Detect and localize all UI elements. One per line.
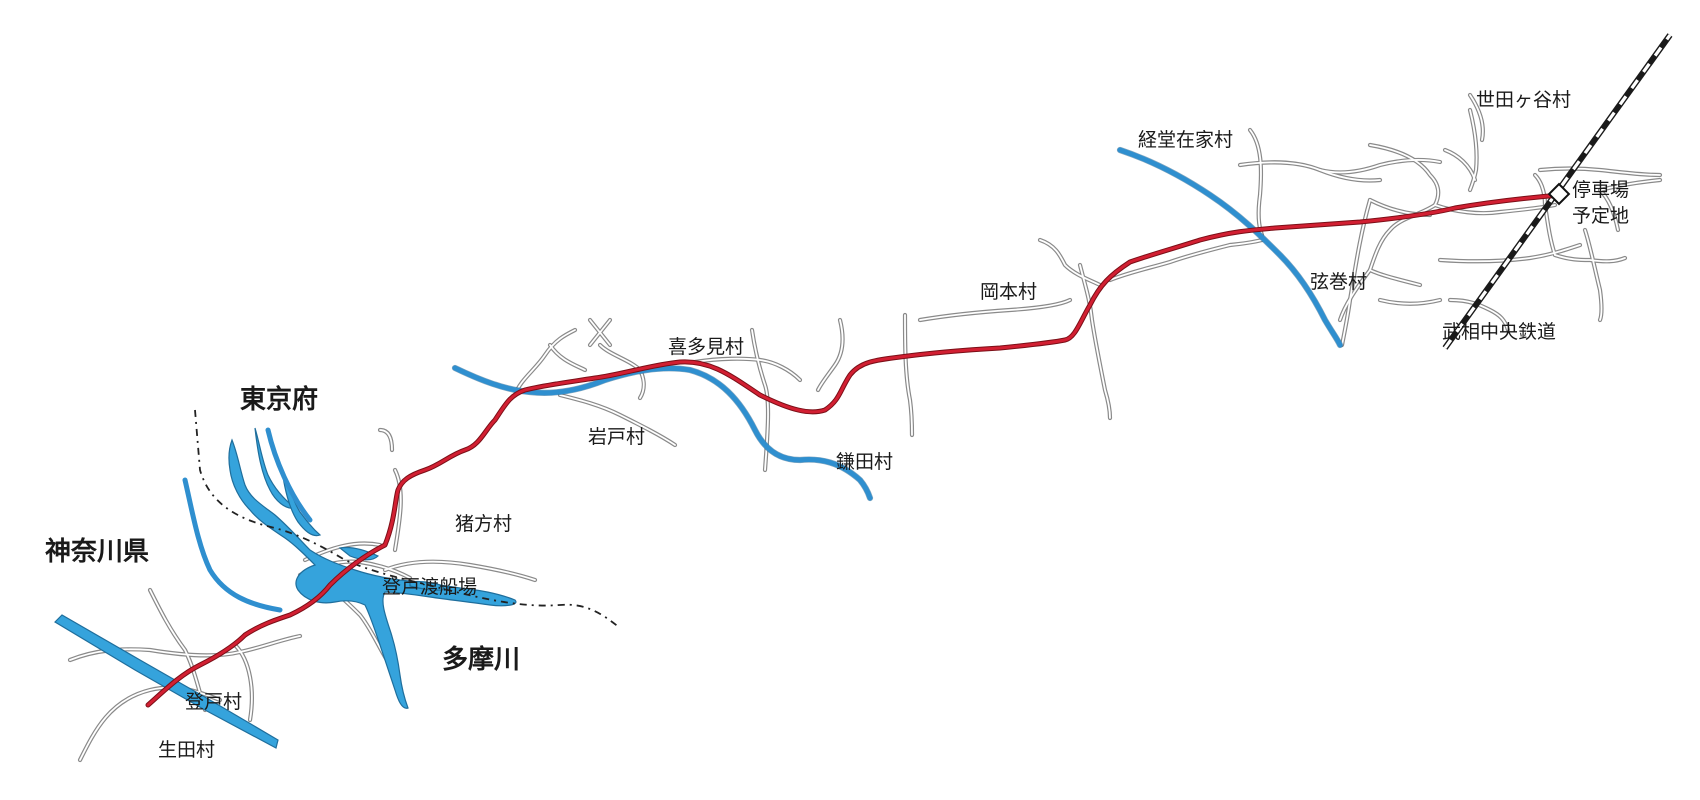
road-segment xyxy=(547,342,588,373)
road-segment-inner xyxy=(1444,149,1476,181)
road-segment xyxy=(1582,227,1604,323)
road-segment-inner xyxy=(234,644,253,721)
place-label-kitami: 喜多見村 xyxy=(668,336,744,358)
road-segment-inner xyxy=(1469,94,1484,141)
road-segment-inner xyxy=(1249,129,1263,236)
place-label-noborito: 登戸村 xyxy=(185,691,242,713)
road-segment-inner xyxy=(1534,174,1546,206)
road-segment-inner xyxy=(1109,244,1231,281)
station-marker-icon xyxy=(1547,182,1571,206)
road-segment-inner xyxy=(1369,144,1440,206)
road-segment-inner xyxy=(817,319,844,391)
place-label-ikuta: 生田村 xyxy=(158,739,215,761)
road-segment-inner xyxy=(589,319,611,346)
road-segment-inner xyxy=(904,314,913,436)
road-segment-inner xyxy=(919,299,1071,321)
place-label-setagaya: 世田ヶ谷村 xyxy=(1476,89,1571,111)
map-labels: 東京府 神奈川県 多摩川 登戸渡船場 登戸村 生田村 猪方村 岩戸村 喜多見村 … xyxy=(45,89,1629,761)
road-segment-inner xyxy=(1554,254,1626,263)
road-segment-inner xyxy=(384,560,536,581)
road-segment-inner xyxy=(1599,179,1661,191)
place-label-iwato: 岩戸村 xyxy=(588,426,645,448)
region-label-kanagawa: 神奈川県 xyxy=(45,537,149,567)
road-segment xyxy=(1037,237,1103,288)
station-label-line2: 予定地 xyxy=(1572,205,1629,227)
road-segment-inner xyxy=(1584,229,1603,321)
place-label-ferry: 登戸渡船場 xyxy=(382,576,477,598)
road-segment-inner xyxy=(1599,189,1619,231)
road-segment-inner xyxy=(1369,269,1421,286)
place-label-kyodo: 経堂在家村 xyxy=(1138,129,1233,151)
road-segment-inner xyxy=(1079,264,1111,419)
place-label-kamata: 鎌田村 xyxy=(836,451,893,473)
road-network xyxy=(67,92,1663,763)
road-segment xyxy=(1442,147,1478,183)
road-segment-inner xyxy=(514,329,576,396)
road-segment-inner xyxy=(1449,299,1509,331)
road-segment-inner xyxy=(1439,244,1581,263)
road-segment-inner xyxy=(394,469,402,551)
road-segment-inner xyxy=(1539,167,1661,176)
station-label-line1: 停車場 xyxy=(1572,179,1629,201)
place-label-tsurumaki: 弦巻村 xyxy=(1310,271,1367,293)
water-features xyxy=(54,146,1344,749)
road-segment-inner xyxy=(694,357,801,381)
road-segment-inner xyxy=(751,329,769,471)
road-segment-inner xyxy=(379,429,393,451)
road-segment xyxy=(815,317,845,393)
river-label-tama: 多摩川 xyxy=(442,644,520,675)
road-segment-inner xyxy=(1039,239,1101,286)
road-segment-inner xyxy=(1319,158,1441,174)
road-segment-inner xyxy=(549,344,586,371)
road-segment-inner xyxy=(1469,109,1478,191)
region-label-tokyo: 東京府 xyxy=(240,384,318,415)
road-segment-inner xyxy=(1229,239,1263,246)
road-segment-inner xyxy=(1341,199,1371,346)
road-segment-inner xyxy=(1379,299,1441,305)
road-segment-inner xyxy=(559,394,676,446)
road-network-inner xyxy=(69,94,1661,761)
road-segment-inner xyxy=(149,589,206,711)
planned-route xyxy=(145,192,1563,708)
prefecture-border xyxy=(194,409,621,629)
place-label-okamoto: 岡本村 xyxy=(980,281,1037,303)
place-label-inokata: 猪方村 xyxy=(455,513,512,535)
railway-label: 武相中央鉄道 xyxy=(1442,321,1556,343)
